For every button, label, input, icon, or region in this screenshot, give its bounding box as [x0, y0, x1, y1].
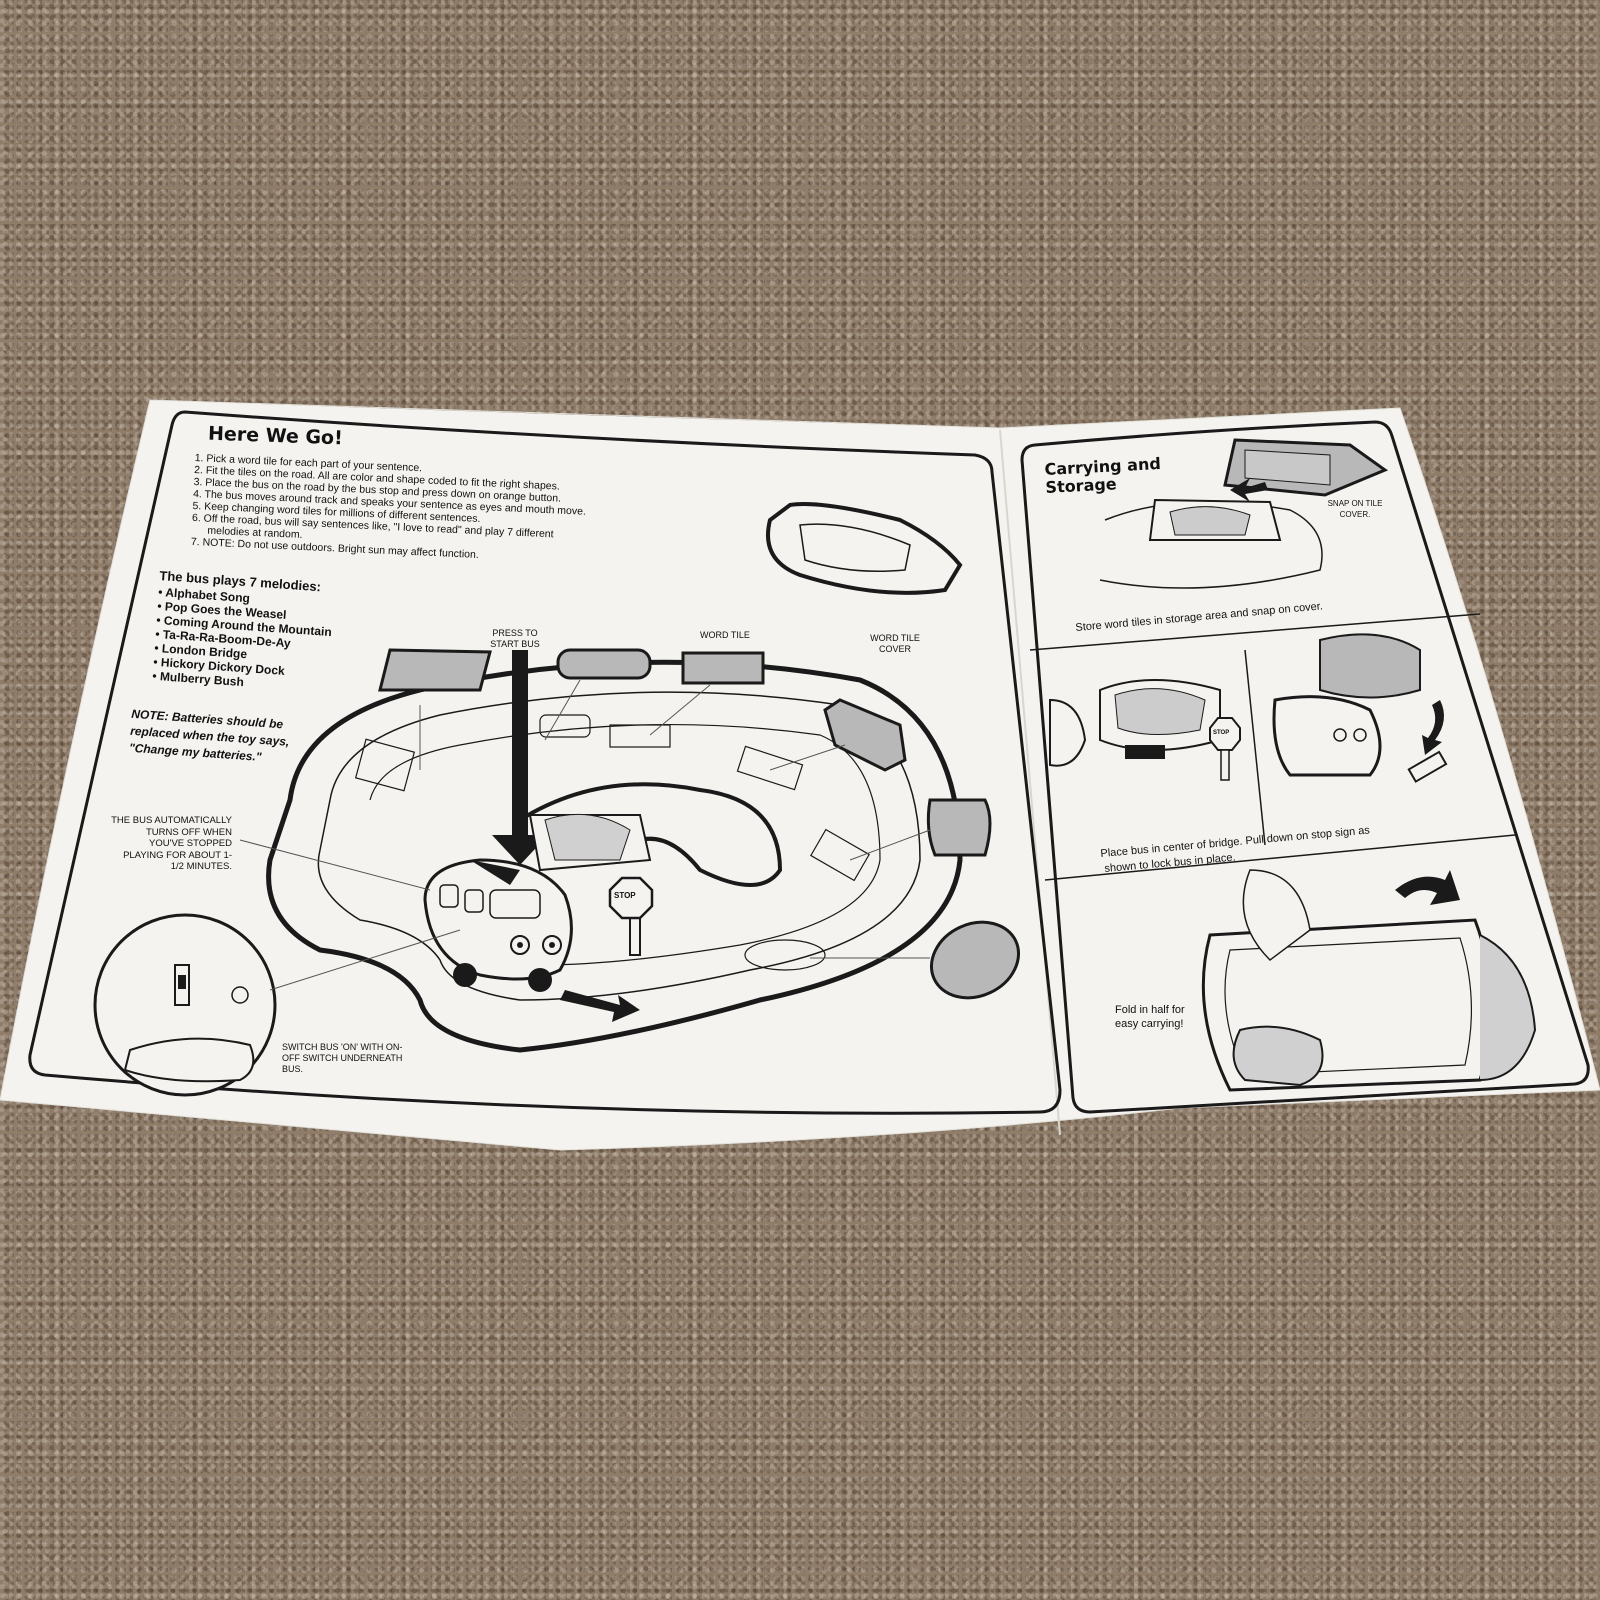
right-panel-border	[1020, 420, 1590, 1114]
lock-arrow	[1422, 700, 1444, 755]
switch-on-label: SWITCH BUS 'ON' WITH ON-OFF SWITCH UNDER…	[282, 1042, 403, 1074]
divider-3	[1244, 649, 1266, 846]
steps-list: 1. Pick a word tile for each part of you…	[191, 452, 588, 566]
track-center	[518, 782, 783, 887]
stop-sign-small-label: STOP	[1213, 730, 1230, 736]
stop-sign-label: STOP	[614, 891, 636, 900]
divider-1	[1029, 613, 1481, 651]
paper-fold	[999, 429, 1061, 1136]
press-arrow-shaft	[512, 650, 528, 840]
word-tile-2	[556, 648, 652, 680]
track-inner	[317, 691, 921, 1001]
word-tile-label: WORD TILE	[700, 630, 750, 640]
word-tile-6	[929, 920, 1021, 1000]
snap-arrow	[1230, 478, 1268, 502]
auto-off-label: THE BUS AUTOMATICALLY TURNS OFF WHEN YOU…	[111, 815, 232, 872]
slot-4	[736, 745, 804, 791]
left-panel-border	[28, 410, 1062, 1115]
word-tile-cover-label: WORD TILE COVER	[870, 633, 920, 654]
track-outer	[266, 659, 963, 1053]
word-tile-cover	[766, 502, 963, 595]
word-tile-3	[681, 651, 765, 685]
slot-3	[609, 724, 671, 748]
slot-6	[744, 939, 826, 971]
slot-2	[539, 714, 591, 738]
go-arrow	[560, 990, 640, 1022]
track-lane	[369, 724, 881, 966]
stop-sign-small-1-shape	[1209, 717, 1241, 751]
word-tile-5	[926, 798, 992, 857]
divider-2	[1044, 834, 1516, 881]
slot-1	[354, 738, 416, 792]
slot-5	[810, 828, 870, 882]
stop-sign-shape	[608, 876, 654, 920]
fold-caption: Fold in half for easy carrying!	[1115, 1004, 1185, 1030]
press-to-start-label: PRESS TO START BUS	[490, 628, 540, 649]
word-tile-4	[823, 698, 907, 772]
snap-cover-label: SNAP ON TILE COVER.	[1327, 499, 1383, 519]
fold-arrow	[1395, 870, 1460, 905]
melodies-list: The bus plays 7 melodies: • Alphabet Son…	[152, 568, 335, 695]
page-title: Here We Go!	[207, 422, 344, 450]
carrying-title: Carrying and Storage	[1044, 454, 1162, 497]
word-tile-1	[378, 648, 492, 692]
bus-illustration	[423, 858, 573, 992]
